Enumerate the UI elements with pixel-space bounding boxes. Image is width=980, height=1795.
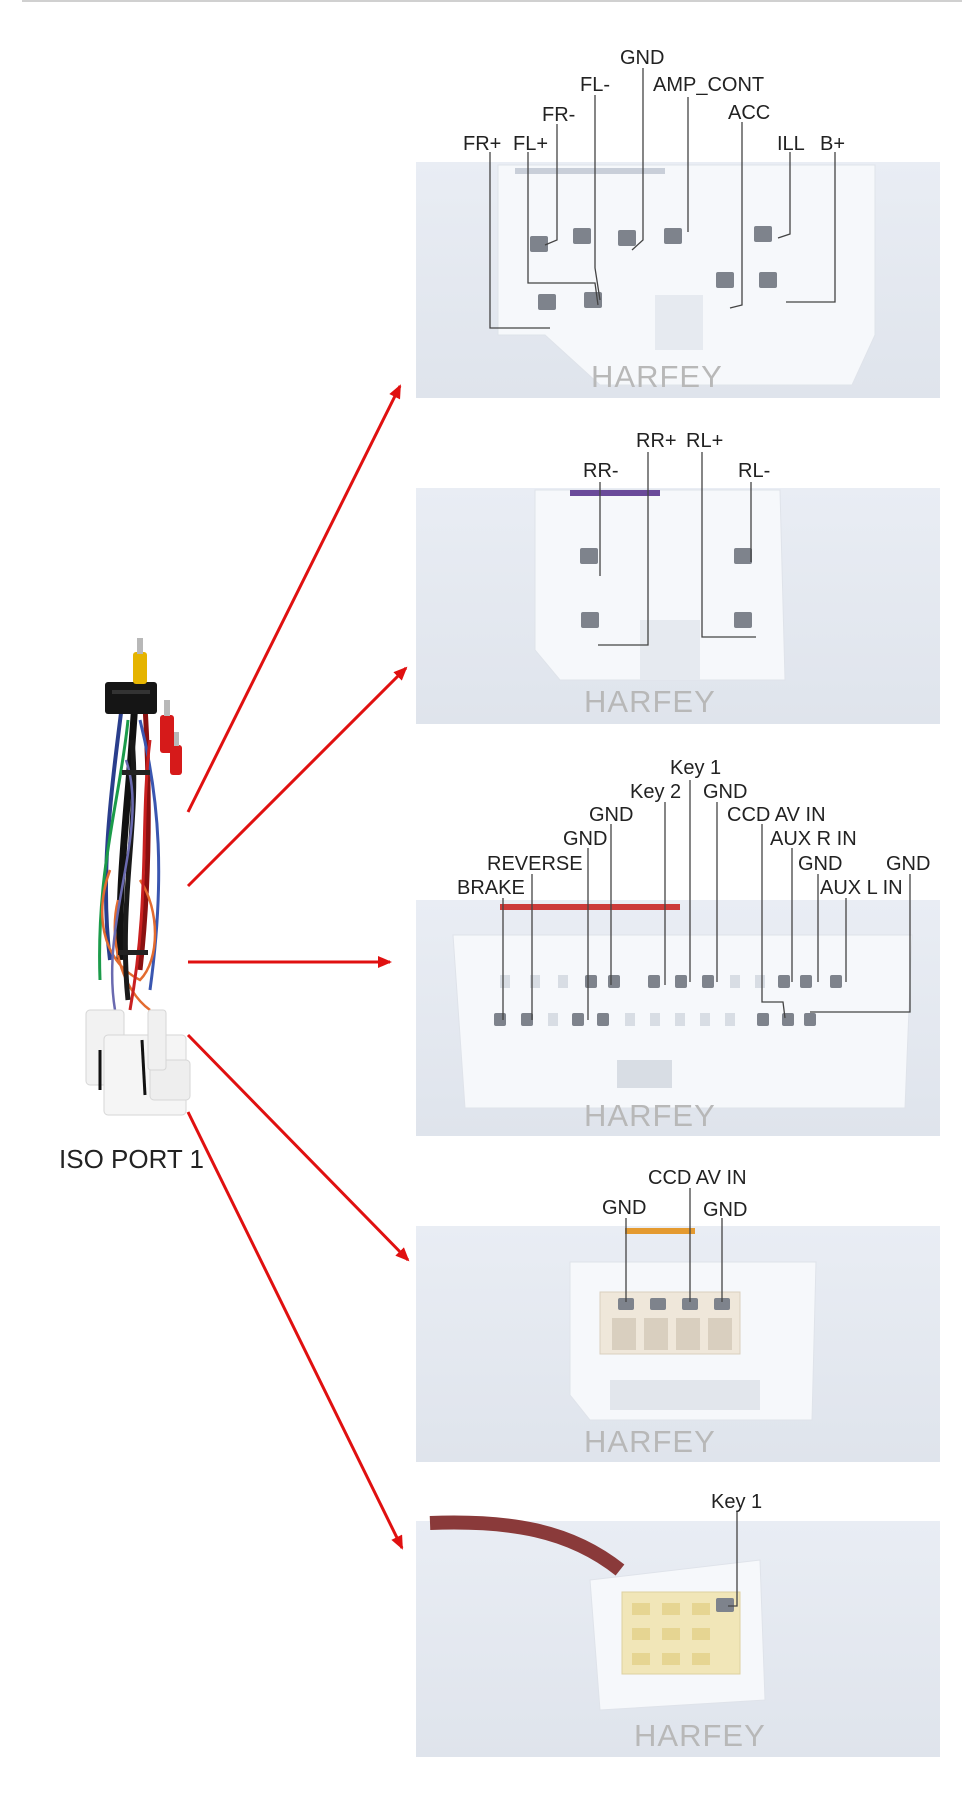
pin-label-brake: BRAKE <box>457 877 525 899</box>
arrow-to-connector-1 <box>186 384 402 813</box>
connector-panel-2: HARFEY <box>416 488 940 724</box>
pin-label-rl-plus: RL+ <box>686 430 723 452</box>
pin-label-fr-plus: FR+ <box>463 133 501 155</box>
pin-label-gnd-c: GND <box>703 781 747 803</box>
wire-harness-image <box>85 638 191 1116</box>
pin-label-fl-minus: FL- <box>580 74 610 96</box>
pin-label-acc: ACC <box>728 102 770 124</box>
connector-panel-5: HARFEY <box>416 1515 940 1757</box>
watermark-5: HARFEY <box>634 1718 766 1753</box>
watermark-4: HARFEY <box>584 1424 716 1459</box>
pin-label-aux-r-in: AUX R IN <box>770 828 857 850</box>
red-arrows <box>186 384 410 1550</box>
connector-4-labels: GND CCD AV IN GND <box>602 1167 747 1221</box>
pin-label-reverse: REVERSE <box>487 853 583 875</box>
connector-5-leaders <box>728 1512 738 1607</box>
pin-label-fr-minus: FR- <box>542 104 575 126</box>
arrow-to-connector-5 <box>186 1111 404 1550</box>
pin-label-aux-l-in: AUX L IN <box>820 877 903 899</box>
pin-label-key-1: Key 1 <box>670 757 721 779</box>
pin-label-gnd: GND <box>620 47 664 69</box>
watermark-2: HARFEY <box>584 684 716 719</box>
watermark-3: HARFEY <box>584 1098 716 1133</box>
arrow-to-connector-2 <box>186 666 408 888</box>
pin-label-amp-cont: AMP_CONT <box>653 74 764 96</box>
pin-label-gnd-b: GND <box>589 804 633 826</box>
pin-label-ccd-av-in-4: CCD AV IN <box>648 1167 747 1189</box>
pin-label-ill: ILL <box>777 133 805 155</box>
pin-label-key-1-5: Key 1 <box>711 1491 762 1513</box>
pin-label-fl-plus: FL+ <box>513 133 548 155</box>
pin-label-rl-minus: RL- <box>738 460 770 482</box>
connector-2-labels: RR- RR+ RL+ RL- <box>583 430 770 482</box>
watermark: HARFEY <box>591 359 723 394</box>
connector-3-leaders <box>502 780 911 1020</box>
top-divider <box>22 0 962 2</box>
pin-label-key-2: Key 2 <box>630 781 681 803</box>
arrow-to-connector-4 <box>186 1033 410 1262</box>
connector-3-labels: BRAKE REVERSE GND GND Key 2 Key 1 GND CC… <box>457 757 930 899</box>
connector-1-labels: FR+ FL+ FR- FL- GND AMP_CONT ACC ILL B+ <box>463 47 845 155</box>
pin-label-gnd-left: GND <box>602 1197 646 1219</box>
connector-4-leaders <box>625 1188 723 1302</box>
connector-2-leaders <box>598 452 756 646</box>
connector-5-labels: Key 1 <box>711 1491 762 1513</box>
connector-panel-3: HARFEY <box>416 900 940 1136</box>
pin-label-gnd-right: GND <box>703 1199 747 1221</box>
connector-panel-1: HARFEY <box>416 162 940 398</box>
pin-label-rr-minus: RR- <box>583 460 619 482</box>
pin-label-gnd-a: GND <box>563 828 607 850</box>
pin-label-ccd-av-in: CCD AV IN <box>727 804 826 826</box>
harness-label: ISO PORT 1 <box>59 1144 204 1174</box>
pin-label-b-plus: B+ <box>820 133 845 155</box>
connector-1-leaders <box>489 68 836 329</box>
pin-label-rr-plus: RR+ <box>636 430 677 452</box>
connector-panel-4: HARFEY <box>416 1226 940 1462</box>
pin-label-gnd-d: GND <box>798 853 842 875</box>
pin-label-gnd-e: GND <box>886 853 930 875</box>
